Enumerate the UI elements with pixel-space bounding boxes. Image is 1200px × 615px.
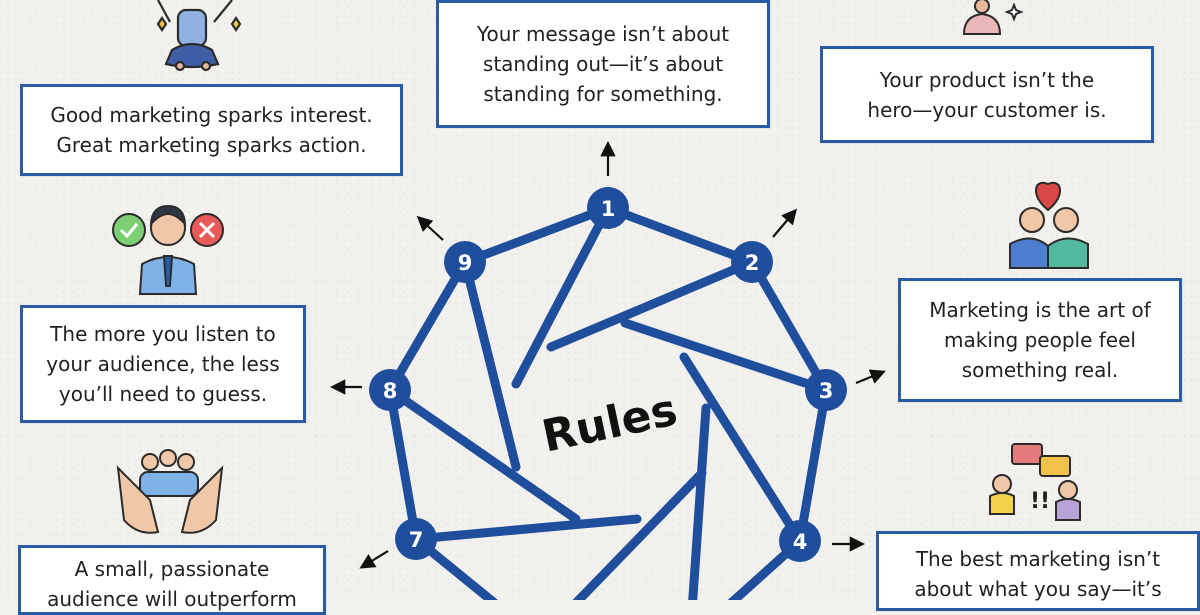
person-sparkle-icon: [962, 0, 1024, 35]
node-9-number: 9: [458, 251, 473, 275]
node-3: 3: [805, 369, 847, 411]
blade-4: [679, 352, 805, 546]
node-1: 1: [587, 187, 629, 229]
arrow-3: [855, 369, 886, 385]
blade-9: [460, 257, 521, 472]
rule-8-box: The more you listen to your audience, th…: [20, 305, 306, 423]
heart-couple-icon: [1009, 181, 1089, 269]
node-2-number: 2: [745, 251, 760, 275]
blade-6: [572, 468, 707, 600]
rule-9-box: Good marketing sparks interest. Great ma…: [20, 84, 403, 176]
celebrating-person-icon: [156, 0, 242, 72]
rule-2-box: Your product isn’t the hero—your custome…: [820, 46, 1154, 143]
blade-8: [385, 385, 581, 524]
node-8: 8: [369, 369, 411, 411]
chat-people-icon: !!: [989, 443, 1081, 521]
node-4-number: 4: [793, 530, 808, 554]
node-2: 2: [731, 241, 773, 283]
arrow-2: [772, 208, 797, 238]
node-8-number: 8: [383, 379, 398, 403]
rule-4-box: The best marketing isn’t about what you …: [876, 531, 1200, 611]
rules-diagram: Rules 1 2 3 4 7 8 9: [112, 0, 1089, 600]
arrow-9: [416, 215, 444, 241]
blade-5: [688, 403, 711, 600]
node-1-number: 1: [601, 197, 616, 221]
svg-text:!!: !!: [1030, 489, 1050, 514]
node-7: 7: [395, 518, 437, 560]
node-4: 4: [779, 520, 821, 562]
hands-holding-group-icon: [116, 449, 224, 534]
blade-3: [620, 318, 831, 395]
shutter-frame: [385, 203, 831, 600]
rule-3-box: Marketing is the art of making people fe…: [898, 278, 1182, 402]
outer-polygon: [385, 203, 831, 600]
arrow-7: [359, 550, 389, 569]
rule-1-box: Your message isn’t about standing out—it…: [436, 0, 770, 128]
blade-7: [411, 514, 642, 544]
blade-2: [546, 257, 757, 352]
decision-person-icon: [112, 204, 224, 295]
center-label: Rules: [538, 384, 682, 462]
node-3-number: 3: [819, 379, 834, 403]
blade-1: [511, 203, 613, 389]
node-7-number: 7: [409, 528, 424, 552]
node-9: 9: [444, 241, 486, 283]
